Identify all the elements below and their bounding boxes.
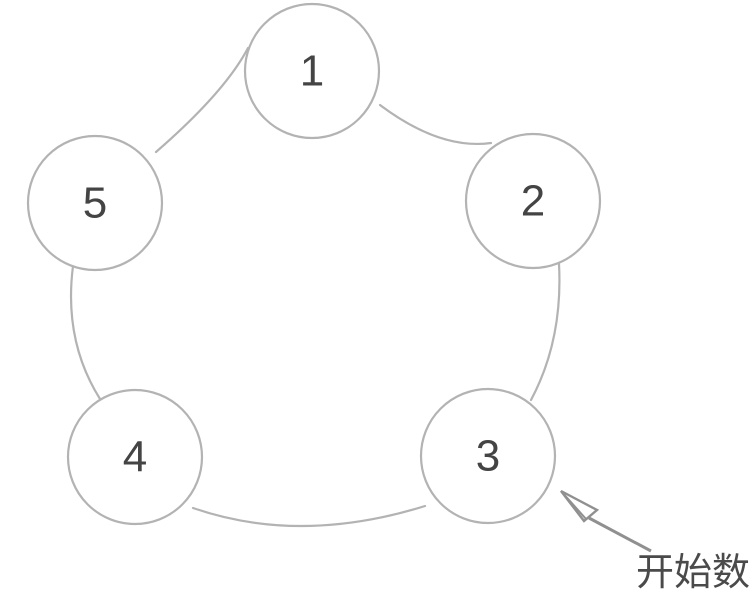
node-3[interactable]: 3 — [419, 387, 557, 525]
node-1[interactable]: 1 — [243, 2, 381, 140]
node-5-circle[interactable] — [26, 134, 164, 272]
node-2[interactable]: 2 — [464, 132, 602, 270]
arrow-shaft — [588, 516, 652, 553]
node-5-label: 5 — [83, 179, 107, 228]
node-5[interactable]: 5 — [26, 134, 164, 272]
start-pointer-arrow-icon — [560, 489, 652, 553]
node-2-label: 2 — [521, 177, 545, 226]
node-3-circle[interactable] — [419, 387, 557, 525]
edge-1-to-2 — [378, 103, 493, 145]
node-1-circle[interactable] — [243, 2, 381, 140]
arrow-head-fold — [560, 490, 587, 520]
start-pointer-label: 开始数 — [636, 550, 751, 594]
node-4[interactable]: 4 — [66, 388, 204, 526]
edge-2-to-3 — [529, 262, 561, 402]
edge-5-to-1 — [154, 46, 250, 154]
edge-4-to-5 — [69, 264, 114, 418]
node-4-label: 4 — [123, 433, 147, 482]
edge-3-to-4 — [191, 504, 427, 528]
node-1-label: 1 — [300, 47, 324, 96]
node-group: 1 2 3 4 5 — [26, 2, 602, 526]
arrow-head — [560, 489, 600, 523]
node-2-circle[interactable] — [464, 132, 602, 270]
node-3-label: 3 — [476, 432, 500, 481]
edge-group — [69, 46, 561, 528]
node-4-circle[interactable] — [66, 388, 204, 526]
